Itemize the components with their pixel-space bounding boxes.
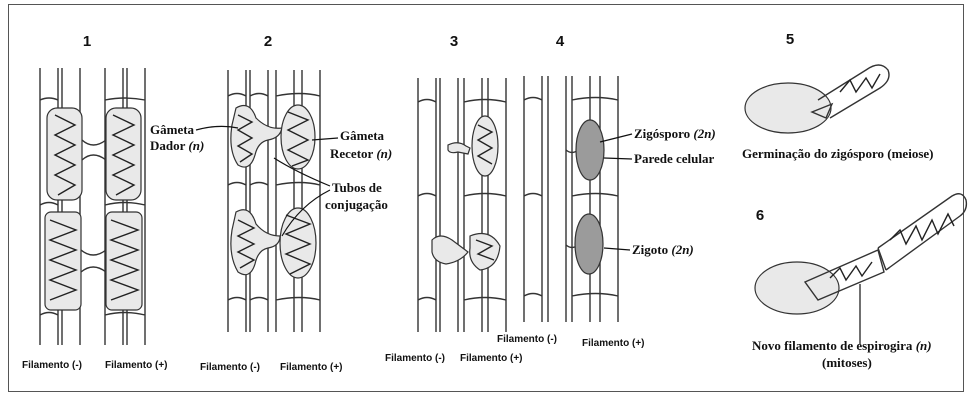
filament-minus-label: Filamento (-) [385,353,445,364]
label-gameta-dador-line1: Gâmeta [150,122,195,137]
stage-number: 5 [786,31,794,48]
label-zigosporo-text: Zigósporo [634,126,690,141]
label-gameta-recetor: Recetor (n) [330,146,392,161]
stage-6-drawing [755,194,966,344]
stage-4-drawing [524,76,618,322]
label-zigoto-text: Zigoto [632,242,668,257]
stage-number: 3 [450,33,458,50]
filament-plus-label: Filamento (+) [460,353,523,364]
label-novo-filamento: Novo filamento de espirogira (n) [752,338,932,353]
stage-3-drawing [418,78,506,332]
label-germinacao: Germinação do zigósporo (meiose) [742,146,933,161]
label-gameta-recetor-line1: Gâmeta [340,128,385,143]
stage-number: 1 [83,33,91,50]
label-tubos-line2: conjugação [325,197,388,212]
label-ploidy-2n: (2n) [671,242,693,257]
label-ploidy-2n: (2n) [693,126,715,141]
stage-number: 4 [556,33,565,50]
label-gameta-dador: Dador (n) [150,138,204,153]
label-gameta-dador-line2: Dador [150,138,186,153]
pointer-zigosporo [600,134,632,142]
filament-minus-label: Filamento (-) [497,334,557,345]
pointer-parede [604,158,632,159]
label-tubos-line1: Tubos de [332,180,382,195]
label-ploidy: (n) [376,146,392,161]
stage-2-drawing [228,70,320,332]
filament-plus-label: Filamento (+) [280,362,343,373]
filament-plus-label: Filamento (+) [582,338,645,349]
filament-minus-label: Filamento (-) [22,360,82,371]
pointer-zigoto [604,248,630,250]
label-mitoses: (mitoses) [822,355,872,370]
stage-1-drawing [40,68,145,345]
label-zigoto: Zigoto (2n) [632,242,694,257]
label-novo-filamento-text: Novo filamento de espirogira [752,338,913,353]
stage-number: 6 [756,207,764,224]
label-gameta-recetor-line2: Recetor [330,146,374,161]
label-ploidy: (n) [916,338,932,353]
stage-5-drawing [745,65,889,133]
filament-minus-label: Filamento (-) [200,362,260,373]
label-ploidy: (n) [188,138,204,153]
label-zigosporo: Zigósporo (2n) [634,126,716,141]
label-parede-celular: Parede celular [634,151,714,166]
stage-number: 2 [264,33,272,50]
filament-plus-label: Filamento (+) [105,360,168,371]
pointer-gameta-recetor [312,138,338,140]
